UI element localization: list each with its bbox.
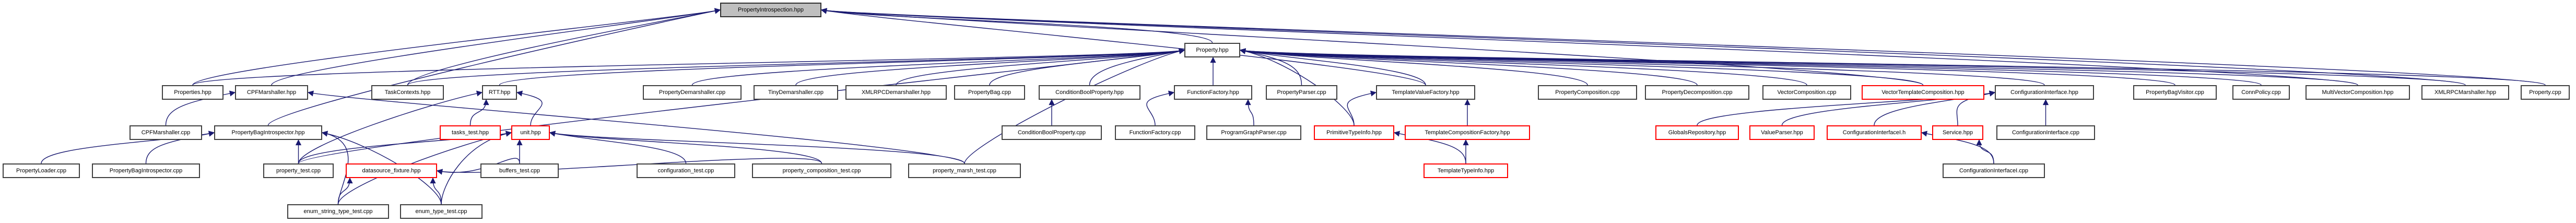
edge-program-graph-parser-cpp--function-factory-hpp xyxy=(1245,99,1254,126)
graph-node-configuration-interface-cpp[interactable]: ConfigurationInterface.cpp xyxy=(1996,125,2095,140)
edge-property-parser-cpp--property-hpp xyxy=(1239,48,1302,86)
edge-function-factory-cpp--function-factory-hpp xyxy=(1146,90,1175,126)
graph-node-property-bag-visitor-cpp[interactable]: PropertyBagVisitor.cpp xyxy=(2133,85,2217,100)
graph-node-enum-type-test-cpp[interactable]: enum_type_test.cpp xyxy=(400,204,483,219)
edge-template-value-factory-hpp--property-introspection-hpp xyxy=(820,8,1426,86)
graph-node-conn-policy-cpp[interactable]: ConnPolicy.cpp xyxy=(2232,85,2290,100)
edge-configuration-interface-i-cpp--service-hpp xyxy=(1976,139,1994,164)
graph-node-property-marsh-test-cpp[interactable]: property_marsh_test.cpp xyxy=(908,163,1021,178)
edge-task-contexts-hpp--property-introspection-hpp xyxy=(407,8,721,86)
graph-node-vector-composition-cpp[interactable]: VectorComposition.cpp xyxy=(1762,85,1851,100)
graph-node-property-bag-introspector-cpp[interactable]: PropertyBagIntrospector.cpp xyxy=(92,163,200,178)
graph-node-property-composition-cpp[interactable]: PropertyComposition.cpp xyxy=(1538,85,1637,100)
edge-unit-hpp--rtt-hpp xyxy=(516,90,543,126)
graph-node-service-hpp[interactable]: Service.hpp xyxy=(1932,125,1983,140)
edge-enum-type-test-cpp--datasource-fixture-hpp xyxy=(430,177,442,205)
graph-node-property-decomposition-cpp[interactable]: PropertyDecomposition.cpp xyxy=(1645,85,1749,100)
graph-node-template-composition-factory-hpp[interactable]: TemplateCompositionFactory.hpp xyxy=(1405,125,1530,140)
edge-primitive-type-info-hpp--template-value-factory-hpp xyxy=(1347,90,1377,126)
edge-property-test-cpp--property-hpp xyxy=(298,48,1185,164)
edge-task-contexts-hpp--property-hpp xyxy=(407,48,1185,86)
edge-property-composition-test-cpp--unit-hpp xyxy=(549,131,822,164)
edge-property-bag-introspector-hpp--property-introspection-hpp xyxy=(267,8,721,126)
graph-node-rtt-hpp[interactable]: RTT.hpp xyxy=(482,85,517,100)
graph-node-condition-bool-property-cpp[interactable]: ConditionBoolProperty.cpp xyxy=(1002,125,1102,140)
edge-property-marsh-test-cpp--cpf-marshaller-hpp xyxy=(307,90,965,164)
graph-node-primitive-type-info-hpp[interactable]: PrimitiveTypeInfo.hpp xyxy=(1314,125,1394,140)
edge-vector-composition-cpp--property-hpp xyxy=(1239,48,1807,86)
edge-xmlrpc-marshaller-hpp--property-introspection-hpp xyxy=(820,8,2466,86)
graph-node-xmlrpc-demarshaller-hpp[interactable]: XMLRPCDemarshaller.hpp xyxy=(845,85,947,100)
graph-node-property-parser-cpp[interactable]: PropertyParser.cpp xyxy=(1266,85,1337,100)
edge-rtt-hpp--property-hpp xyxy=(499,48,1185,86)
graph-node-datasource-fixture-hpp[interactable]: datasource_fixture.hpp xyxy=(346,163,437,178)
graph-node-multi-vector-composition-hpp[interactable]: MultiVectorComposition.hpp xyxy=(2306,85,2410,100)
graph-node-configuration-test-cpp[interactable]: configuration_test.cpp xyxy=(637,163,735,178)
graph-node-property-introspection-hpp[interactable]: PropertyIntrospection.hpp xyxy=(720,3,821,17)
edge-property-cpp--property-hpp xyxy=(1239,48,2546,86)
graph-node-task-contexts-hpp[interactable]: TaskContexts.hpp xyxy=(371,85,444,100)
edge-property-bag-cpp--property-hpp xyxy=(989,48,1185,86)
edge-condition-bool-property-hpp--property-hpp xyxy=(1089,48,1185,86)
edge-property-bag-visitor-cpp--property-hpp xyxy=(1239,48,2175,86)
graph-node-property-test-cpp[interactable]: property_test.cpp xyxy=(263,163,334,178)
edge-xmlrpc-marshaller-hpp--property-hpp xyxy=(1239,48,2466,86)
graph-node-value-parser-hpp[interactable]: ValueParser.hpp xyxy=(1749,125,1815,140)
edge-multi-vector-composition-hpp--property-introspection-hpp xyxy=(820,8,2358,86)
graph-node-unit-hpp[interactable]: unit.hpp xyxy=(511,125,550,140)
edge-property-marsh-test-cpp--property-hpp xyxy=(964,48,1185,164)
edge-properties-hpp--property-introspection-hpp xyxy=(192,8,721,86)
graph-node-property-bag-cpp[interactable]: PropertyBag.cpp xyxy=(954,85,1025,100)
edge-tiny-demarshaller-cpp--property-hpp xyxy=(795,48,1185,86)
edge-properties-hpp--property-hpp xyxy=(192,48,1185,86)
edge-cpf-marshaller-hpp--property-introspection-hpp xyxy=(271,8,721,86)
graph-node-enum-string-type-test-cpp[interactable]: enum_string_type_test.cpp xyxy=(287,204,389,219)
edge-property-composition-cpp--property-hpp xyxy=(1239,48,1588,86)
edge-configuration-interface-hpp--property-hpp xyxy=(1239,48,2045,86)
graph-node-configuration-interface-hpp[interactable]: ConfigurationInterface.hpp xyxy=(1995,85,2094,100)
graph-node-configuration-interface-i-h[interactable]: ConfigurationInterfaceI.h xyxy=(1827,125,1922,140)
graph-node-xmlrpc-marshaller-hpp[interactable]: XMLRPCMarshaller.hpp xyxy=(2421,85,2509,100)
graph-node-cpf-marshaller-hpp[interactable]: CPFMarshaller.hpp xyxy=(235,85,308,100)
edge-property-demarshaller-cpp--property-hpp xyxy=(691,48,1185,86)
edge-property-decomposition-cpp--property-hpp xyxy=(1239,48,1698,86)
edge-vector-template-composition-hpp--property-introspection-hpp xyxy=(820,8,1924,86)
edge-configuration-test-cpp--unit-hpp xyxy=(549,131,687,164)
edge-property-marsh-test-cpp--unit-hpp xyxy=(549,131,965,164)
graph-node-function-factory-hpp[interactable]: FunctionFactory.hpp xyxy=(1174,85,1252,100)
graph-node-property-bag-introspector-hpp[interactable]: PropertyBagIntrospector.hpp xyxy=(214,125,322,140)
graph-node-properties-hpp[interactable]: Properties.hpp xyxy=(162,85,224,100)
graph-node-property-hpp[interactable]: Property.hpp xyxy=(1184,43,1240,57)
graph-node-vector-template-composition-hpp[interactable]: VectorTemplateComposition.hpp xyxy=(1862,85,1984,100)
edge-property-cpp--property-introspection-hpp xyxy=(820,8,2546,86)
graph-node-template-value-factory-hpp[interactable]: TemplateValueFactory.hpp xyxy=(1376,85,1475,100)
graph-node-tiny-demarshaller-cpp[interactable]: TinyDemarshaller.cpp xyxy=(754,85,838,100)
graph-node-property-loader-cpp[interactable]: PropertyLoader.cpp xyxy=(3,163,80,178)
edge-conn-policy-cpp--property-hpp xyxy=(1239,48,2262,86)
graph-node-globals-repository-hpp[interactable]: GlobalsRepository.hpp xyxy=(1655,125,1739,140)
graph-node-tasks-test-hpp[interactable]: tasks_test.hpp xyxy=(440,125,501,140)
graph-node-function-factory-cpp[interactable]: FunctionFactory.cpp xyxy=(1115,125,1195,140)
edge-enum-string-type-test-cpp--datasource-fixture-hpp xyxy=(337,177,353,205)
edge-tasks-test-hpp--rtt-hpp xyxy=(469,99,489,126)
edge-multi-vector-composition-hpp--property-hpp xyxy=(1239,48,2358,86)
edge-xmlrpc-demarshaller-hpp--property-hpp xyxy=(896,48,1185,86)
edge-property-hpp--property-introspection-hpp xyxy=(820,8,1213,43)
edge-template-value-factory-hpp--property-hpp xyxy=(1239,48,1426,86)
graph-node-condition-bool-property-hpp[interactable]: ConditionBoolProperty.hpp xyxy=(1039,85,1140,100)
graph-node-cpf-marshaller-cpp[interactable]: CPFMarshaller.cpp xyxy=(130,125,202,140)
graph-node-configuration-interface-i-cpp[interactable]: ConfigurationInterfaceI.cpp xyxy=(1943,163,2045,178)
graph-node-property-cpp[interactable]: Property.cpp xyxy=(2521,85,2570,100)
graph-node-buffers-test-cpp[interactable]: buffers_test.cpp xyxy=(480,163,559,178)
graph-node-property-demarshaller-cpp[interactable]: PropertyDemarshaller.cpp xyxy=(643,85,742,100)
graph-node-property-composition-test-cpp[interactable]: property_composition_test.cpp xyxy=(752,163,891,178)
graph-node-program-graph-parser-cpp[interactable]: ProgramGraphParser.cpp xyxy=(1206,125,1301,140)
edge-vector-template-composition-hpp--property-hpp xyxy=(1239,48,1924,86)
graph-node-template-type-info-hpp[interactable]: TemplateTypeInfo.hpp xyxy=(1424,163,1508,178)
